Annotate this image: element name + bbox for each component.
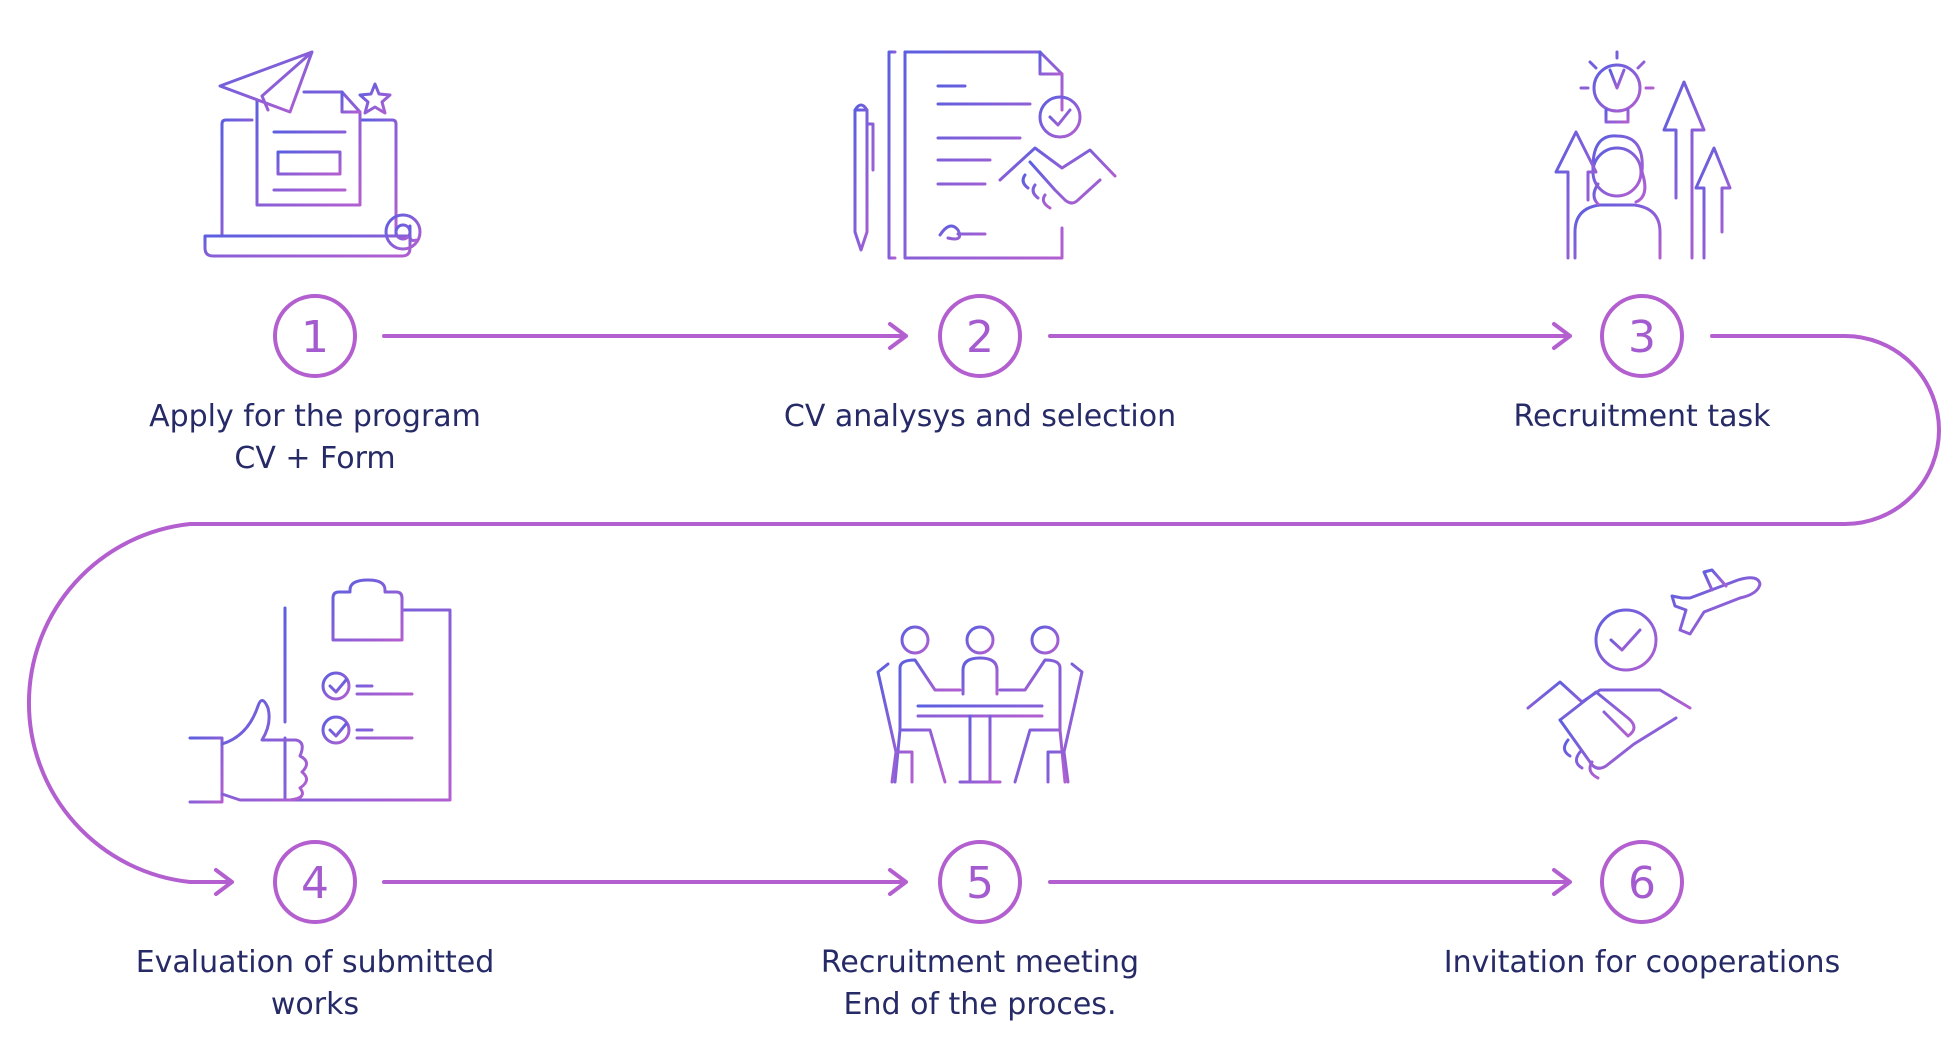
step-2-label: CV analysys and selection	[740, 396, 1220, 438]
contract-handshake-icon	[853, 50, 1117, 260]
step-6-label-line-1: Invitation for cooperations	[1443, 945, 1841, 980]
step-1-number: 1	[301, 312, 329, 363]
curve-3-to-4	[26, 334, 1941, 896]
step-4-badge: 4	[273, 840, 357, 924]
step-4-label-line-1: Evaluation of submitted	[135, 945, 495, 980]
step-1-label-line-1: Apply for the program	[149, 399, 481, 434]
step-1-label-line-2: CV + Form	[234, 441, 396, 476]
step-5-label-line-2: End of the proces.	[843, 987, 1117, 1022]
step-5-label: Recruitment meeting End of the proces.	[740, 942, 1220, 1026]
clipboard-thumbs-up-icon	[188, 578, 452, 804]
step-3-label: Recruitment task	[1402, 396, 1882, 438]
person-lightbulb-growth-icon	[1554, 50, 1732, 260]
laptop-paper-plane-icon	[203, 50, 422, 258]
step-5-badge: 5	[938, 840, 1022, 924]
step-1-label: Apply for the program CV + Form	[75, 396, 555, 480]
step-1-badge: 1	[273, 294, 357, 378]
step-3-label-line-1: Recruitment task	[1513, 399, 1771, 434]
step-2-badge: 2	[938, 294, 1022, 378]
step-2-number: 2	[966, 312, 994, 363]
step-4-label-line-2: works	[270, 987, 360, 1022]
step-4-label: Evaluation of submitted works	[75, 942, 555, 1026]
step-5-number: 5	[966, 858, 994, 909]
handshake-plane-icon	[1526, 568, 1762, 780]
step-3-badge: 3	[1600, 294, 1684, 378]
arrow-2-to-3	[1048, 322, 1572, 350]
arrow-1-to-2	[382, 322, 908, 350]
step-6-label: Invitation for cooperations	[1402, 942, 1882, 984]
connector-lines	[26, 322, 1941, 896]
arrow-4-to-5	[382, 868, 908, 896]
step-5-label-line-1: Recruitment meeting	[820, 945, 1140, 980]
meeting-table-icon	[870, 625, 1090, 786]
arrow-5-to-6	[1048, 868, 1572, 896]
step-3-number: 3	[1628, 312, 1656, 363]
step-2-label-line-1: CV analysys and selection	[783, 399, 1177, 434]
step-6-badge: 6	[1600, 840, 1684, 924]
step-6-number: 6	[1628, 858, 1656, 909]
step-4-number: 4	[301, 858, 329, 909]
